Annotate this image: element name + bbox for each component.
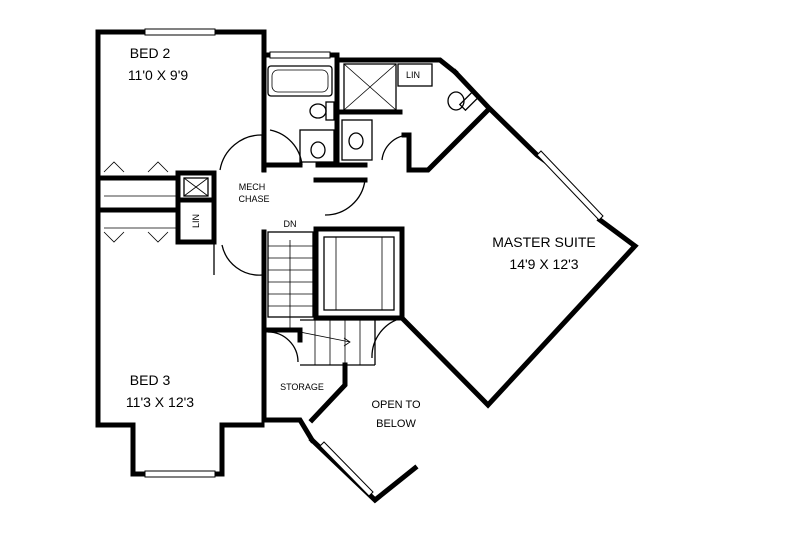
stair-arrow bbox=[289, 240, 351, 343]
stair-well-box bbox=[313, 226, 405, 321]
stairs bbox=[267, 231, 395, 366]
bath-fixtures bbox=[267, 63, 480, 163]
stair-arrow-head bbox=[343, 337, 351, 347]
mech-chase-line1: MECH bbox=[239, 182, 266, 192]
hall-toilet-tank bbox=[325, 101, 335, 121]
storage-east-wall bbox=[308, 362, 348, 424]
closets bbox=[103, 161, 209, 243]
linen-top-box bbox=[397, 63, 433, 87]
bed3-door-swing bbox=[221, 244, 263, 276]
linen-top-label: LIN bbox=[406, 70, 420, 80]
doors bbox=[213, 129, 410, 363]
master-suite-walls bbox=[451, 68, 552, 167]
mech-chase-box bbox=[183, 177, 209, 197]
master-bath-wall bbox=[401, 106, 492, 173]
master-sink bbox=[348, 132, 364, 150]
stair-hall-wall bbox=[261, 229, 316, 444]
storage-door-swing bbox=[267, 331, 299, 363]
storage-wall bbox=[265, 327, 303, 343]
bathtub bbox=[267, 65, 333, 97]
master-toilet-tank bbox=[458, 90, 480, 112]
hall-sink bbox=[310, 141, 326, 159]
open-below-line1: OPEN TO bbox=[371, 399, 421, 411]
bed2-size: 11'0 X 9'9 bbox=[128, 67, 189, 83]
bed2-name: BED 2 bbox=[130, 45, 171, 61]
shower-diag-2 bbox=[343, 63, 397, 111]
bed3-window bbox=[144, 470, 216, 478]
windows bbox=[144, 28, 604, 497]
linen-hall-label: LIN bbox=[191, 214, 201, 228]
bed3-name: BED 3 bbox=[130, 372, 171, 388]
bifold-door-3 bbox=[103, 231, 125, 243]
hall-vanity bbox=[299, 129, 335, 163]
master-entry-door-swing bbox=[371, 317, 403, 359]
master-suite-name: MASTER SUITE bbox=[492, 234, 595, 250]
master-bath-door-swing bbox=[381, 134, 410, 161]
hall-toilet bbox=[309, 103, 327, 119]
mech-chase-x2 bbox=[183, 177, 209, 197]
bed3-size: 11'3 X 12'3 bbox=[126, 394, 194, 410]
hall-door-swing bbox=[324, 179, 366, 216]
stair-down-label: DN bbox=[284, 219, 297, 229]
bifold-door-2 bbox=[147, 161, 169, 173]
master-suite-size: 14'9 X 12'3 bbox=[509, 256, 578, 272]
storage-label: STORAGE bbox=[280, 382, 324, 392]
bathtub-inner bbox=[271, 69, 329, 93]
open-below-window bbox=[319, 441, 374, 497]
open-below-line2: BELOW bbox=[376, 418, 416, 430]
mech-chase-line2: CHASE bbox=[238, 194, 269, 204]
bifold-door-4 bbox=[147, 231, 169, 243]
stair-well-inner bbox=[323, 236, 395, 311]
bed2-window bbox=[144, 28, 216, 36]
shower bbox=[343, 63, 397, 111]
bed3-bay-wall bbox=[95, 422, 265, 477]
master-window bbox=[536, 150, 604, 221]
bed2-north-wall bbox=[95, 29, 267, 428]
labels: BED 2 11'0 X 9'9 BED 3 11'3 X 12'3 MASTE… bbox=[126, 45, 596, 430]
master-toilet bbox=[447, 91, 465, 111]
master-vanity bbox=[341, 119, 373, 161]
walls bbox=[95, 29, 639, 504]
stair-run bbox=[267, 231, 314, 318]
bed2-door-swing bbox=[219, 134, 263, 171]
open-below-angled-wall bbox=[308, 436, 419, 504]
master-suite-east-walls bbox=[400, 216, 639, 409]
bath-door-swing bbox=[269, 129, 303, 166]
bath-window bbox=[269, 51, 331, 59]
bifold-door-1 bbox=[103, 161, 125, 173]
